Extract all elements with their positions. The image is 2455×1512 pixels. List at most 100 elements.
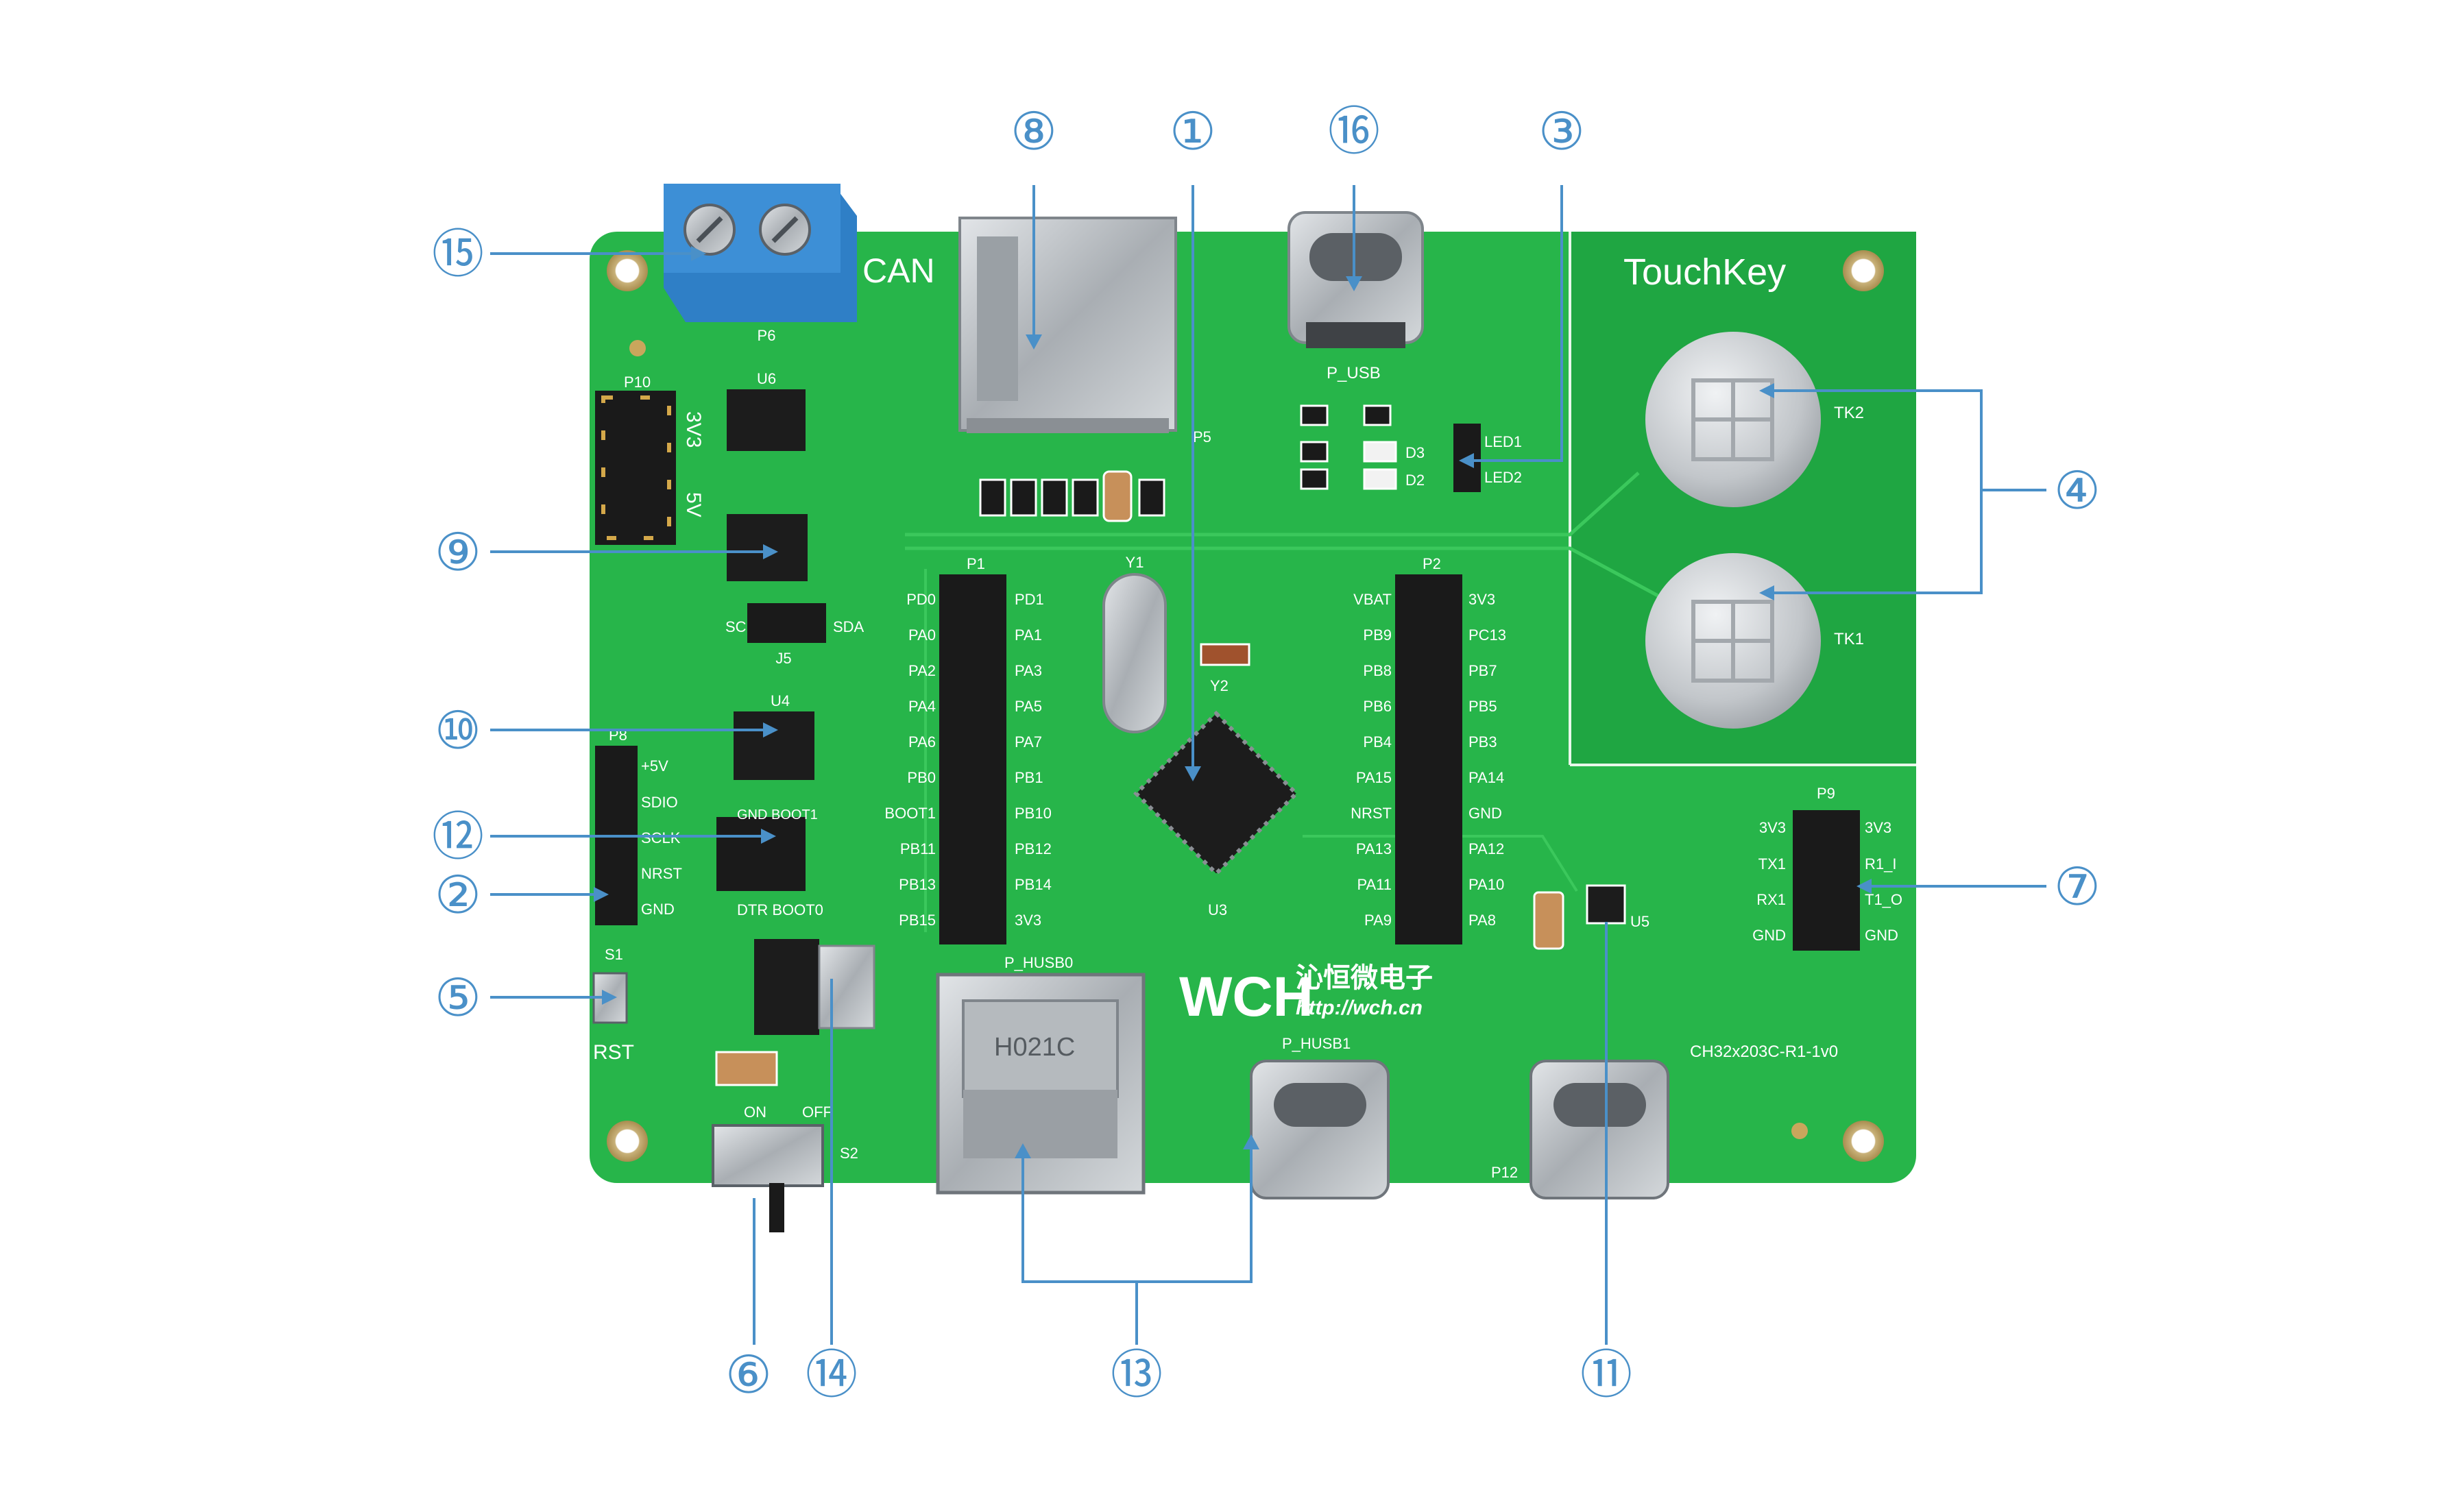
smd-part bbox=[1072, 478, 1099, 517]
silk-5v: 5V bbox=[682, 492, 705, 517]
silk-p-usb: P_USB bbox=[1327, 364, 1381, 382]
arrowhead bbox=[1243, 1134, 1259, 1149]
p1-pin-label: PA7 bbox=[1015, 733, 1042, 751]
header-body bbox=[747, 603, 826, 643]
p1-pin-labels: PD1 PA1 PA3 PA5 PA7 PB1 PB10 PB12 PB14 3… bbox=[1015, 591, 1052, 929]
silk-tk2: TK2 bbox=[1834, 404, 1864, 422]
p1-pin-label: PB12 bbox=[1015, 840, 1052, 857]
silk-p5: P5 bbox=[1193, 428, 1211, 446]
p10-header: P10 3V3 5V bbox=[595, 374, 705, 545]
silk-s1: S1 bbox=[605, 946, 623, 963]
switch-body bbox=[712, 1124, 824, 1187]
usb-a-tongue bbox=[963, 1090, 1117, 1158]
arrowhead bbox=[1346, 276, 1362, 291]
callout-16: ⑯ bbox=[1328, 101, 1380, 162]
callout-7: ⑦ bbox=[2054, 856, 2101, 917]
jumper-block bbox=[716, 817, 806, 891]
p2-pin-label: PA12 bbox=[1468, 840, 1504, 857]
silk-p8-pin: GND bbox=[641, 901, 675, 918]
p2-pin-label: NRST bbox=[1351, 805, 1392, 822]
p2-pin-label: PB9 bbox=[1363, 626, 1392, 644]
p2-pin-label: PB8 bbox=[1363, 662, 1392, 679]
wch-url: http://wch.cn bbox=[1296, 997, 1423, 1019]
p2-pin-label: PA15 bbox=[1356, 769, 1392, 786]
p2-header: P2 VBAT PB9 PB8 PB6 PB4 PA15 NRST PA13 P… bbox=[1351, 555, 1506, 944]
arrowhead bbox=[602, 990, 617, 1005]
led-d2 bbox=[1363, 468, 1397, 490]
silk-y1: Y1 bbox=[1126, 554, 1144, 571]
silk-p8-pin: SCLK bbox=[641, 829, 681, 846]
p9-pin-label: 3V3 bbox=[1759, 819, 1786, 836]
smd-capacitor bbox=[1102, 470, 1133, 522]
screw-slot bbox=[696, 216, 723, 243]
wch-logo-text: WCH bbox=[1179, 966, 1314, 1028]
power-switch: ON OFF S2 bbox=[712, 1103, 858, 1232]
test-pad bbox=[1791, 1123, 1808, 1139]
p1-pin-label: PA6 bbox=[908, 733, 936, 751]
typec-port bbox=[1274, 1083, 1366, 1127]
touch-pad-tk1 bbox=[1645, 553, 1821, 729]
trace bbox=[1303, 835, 1578, 892]
sd-contacts bbox=[967, 418, 1169, 433]
switch-lever bbox=[769, 1183, 784, 1232]
silk-scl: SC bbox=[725, 618, 747, 635]
silk-p12: P12 bbox=[1491, 1164, 1518, 1181]
p1-pin-label: PB1 bbox=[1015, 769, 1043, 786]
typec-pins bbox=[1306, 322, 1405, 348]
p2-pin-label: PB4 bbox=[1363, 733, 1392, 751]
silk-sda: SDA bbox=[833, 618, 864, 635]
arrowhead bbox=[1759, 383, 1774, 398]
callout-1: ① bbox=[1170, 101, 1216, 162]
p1-pin-label: PB10 bbox=[1015, 805, 1052, 822]
header-body bbox=[595, 391, 676, 545]
p2-pin-label: PB6 bbox=[1363, 698, 1392, 715]
callout-2: ② bbox=[435, 864, 481, 925]
silk-gnd-boot1: GND BOOT1 bbox=[737, 807, 818, 822]
silk-u6: U6 bbox=[757, 370, 776, 387]
u4-chip: U4 bbox=[734, 692, 814, 780]
silk-off: OFF bbox=[802, 1103, 832, 1121]
p2-left-labels: VBAT PB9 PB8 PB6 PB4 PA15 NRST PA13 PA11… bbox=[1351, 591, 1392, 929]
silk-p-husb1: P_HUSB1 bbox=[1282, 1035, 1351, 1052]
silk-dtr-boot0: DTR BOOT0 bbox=[737, 901, 823, 918]
silk-led1: LED1 bbox=[1484, 433, 1522, 450]
callout-arrowheads bbox=[594, 246, 1872, 1158]
silk-touchkey: TouchKey bbox=[1623, 252, 1786, 293]
p9-pin-label: GND bbox=[1865, 927, 1898, 944]
screw-slot bbox=[771, 216, 799, 243]
p2-pin-label: 3V3 bbox=[1468, 591, 1495, 608]
p1-pin-label: PB14 bbox=[1015, 876, 1052, 893]
callout-12: ⑫ bbox=[432, 806, 484, 867]
u1-regulator bbox=[754, 939, 875, 1035]
typec-p-husb1: P_HUSB1 bbox=[1250, 1035, 1390, 1199]
smd-row-top bbox=[979, 470, 1165, 522]
silk-p9: P9 bbox=[1817, 785, 1835, 802]
silk-d2: D2 bbox=[1405, 472, 1425, 489]
typec-p12: P12 bbox=[1491, 1060, 1669, 1199]
trace bbox=[905, 546, 1660, 598]
header-body bbox=[1395, 574, 1462, 944]
p1-pin-label: PA3 bbox=[1015, 662, 1042, 679]
silk-tk1: TK1 bbox=[1834, 630, 1864, 648]
p9-pin-label: R1_I bbox=[1865, 855, 1896, 873]
crystal-body bbox=[1102, 573, 1167, 733]
u6-chip: U6 bbox=[727, 370, 806, 451]
trace bbox=[905, 472, 1640, 537]
silk-on: ON bbox=[744, 1103, 766, 1121]
smd-part bbox=[1010, 478, 1037, 517]
arrowhead bbox=[1759, 585, 1774, 600]
silk-p1: P1 bbox=[967, 555, 985, 572]
u5-chip: U5 bbox=[1586, 884, 1649, 930]
silk-rst: RST bbox=[593, 1041, 634, 1064]
arrowhead bbox=[1459, 453, 1474, 468]
silk-s2: S2 bbox=[840, 1145, 858, 1162]
p2-pin-label: PA10 bbox=[1468, 876, 1504, 893]
p2-pin-label: PA8 bbox=[1468, 912, 1496, 929]
chip-body bbox=[727, 389, 806, 451]
smd-resistor bbox=[1300, 468, 1329, 490]
p1-pin-label: PA1 bbox=[1015, 626, 1042, 644]
callout-10: ⑩ bbox=[435, 700, 481, 761]
touch-pad-tk2 bbox=[1645, 332, 1821, 507]
p1-pin-label: PA0 bbox=[908, 626, 936, 644]
